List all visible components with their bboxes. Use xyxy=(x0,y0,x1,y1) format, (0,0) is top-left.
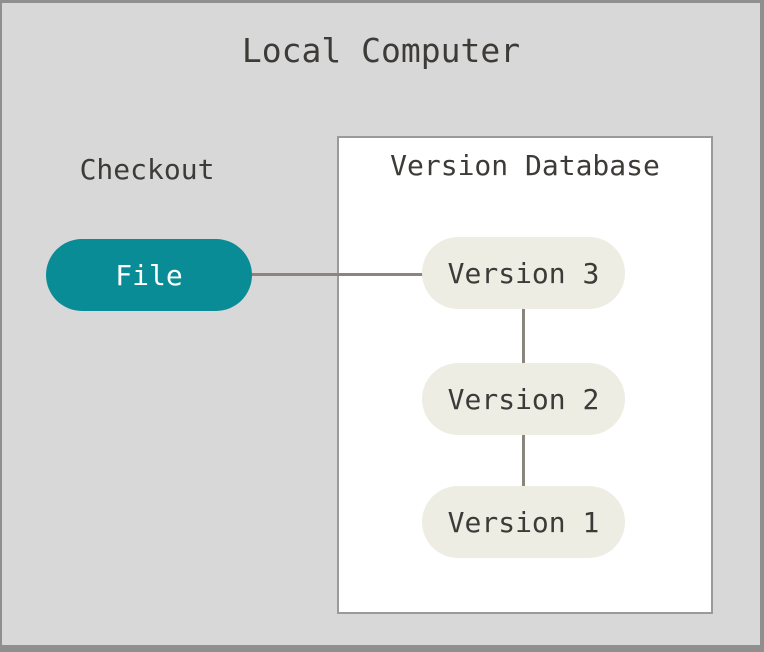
connector-version3-to-version2 xyxy=(522,309,525,365)
checkout-label: Checkout xyxy=(79,153,215,186)
page-title: Local Computer xyxy=(241,31,521,70)
connector-version2-to-version1 xyxy=(522,435,525,488)
version-1-node: Version 1 xyxy=(422,486,625,558)
file-node: File xyxy=(46,239,252,311)
version-2-node: Version 2 xyxy=(422,363,625,435)
version-3-node: Version 3 xyxy=(422,237,625,309)
connector-file-to-version3 xyxy=(250,273,424,276)
version-database-title: Version Database xyxy=(390,149,660,182)
